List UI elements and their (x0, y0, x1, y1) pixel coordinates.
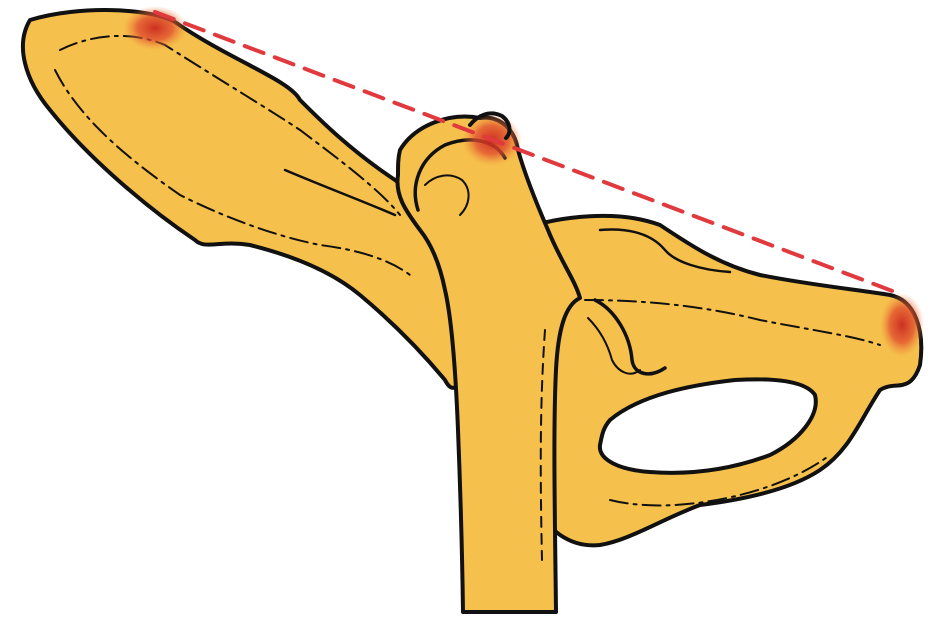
femur (397, 117, 580, 612)
ischial-landmark (880, 293, 924, 357)
